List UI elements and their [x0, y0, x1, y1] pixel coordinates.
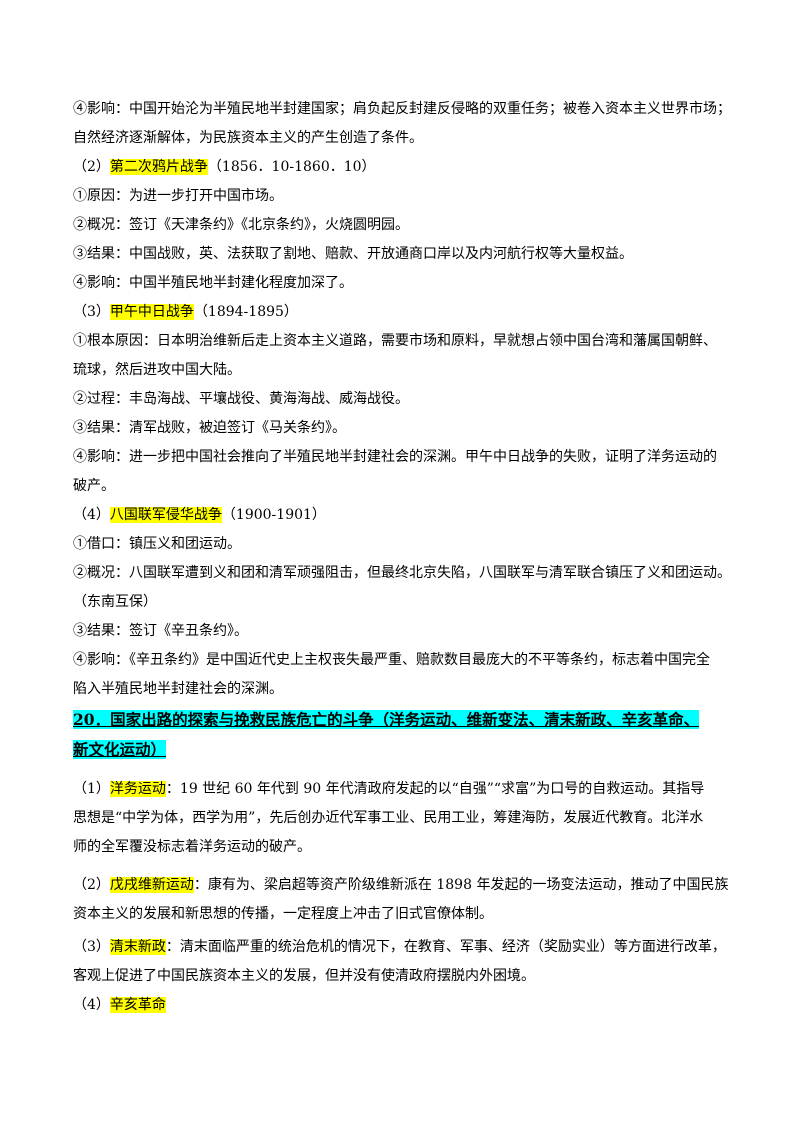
text-line: ①根本原因：日本明治维新后走上资本主义道路，需要市场和原料，早就想占领中国台湾和…: [73, 333, 717, 349]
subsection-title: （2）第二次鸦片战争（1856．10-1860．10）: [73, 157, 376, 177]
text-line: （东南互保）: [73, 594, 157, 610]
highlighted-term: 戊戌维新运动: [109, 877, 194, 893]
highlighted-term: 洋务运动: [109, 781, 166, 797]
text-line: 琉球，然后进攻中国大陆。: [73, 362, 241, 378]
text-line: ③结果：中国战败，英、法获取了割地、赔款、开放通商口岸以及内河航行权等大量权益。: [73, 246, 633, 262]
item-number: （2）: [73, 877, 110, 893]
subsection-title: （4）辛亥革命: [73, 995, 166, 1015]
text-line: ②概况：八国联军遭到义和团和清军顽强阻击，但最终北京失陷，八国联军与清军联合镇压…: [73, 565, 731, 581]
text-line: 师的全军覆没标志着洋务运动的破产。: [73, 839, 311, 855]
highlighted-term: 第二次鸦片战争: [109, 159, 208, 175]
item-number: （1）: [73, 781, 110, 797]
text-line: ③结果：清军战败，被迫签订《马关条约》。: [73, 420, 346, 436]
text-line: ②过程：丰岛海战、平壤战役、黄海海战、威海战役。: [73, 391, 409, 407]
text-line: 破产。: [73, 478, 115, 494]
text-line: ④影响：中国开始沦为半殖民地半封建国家；肩负起反封建反侵略的双重任务；被卷入资本…: [73, 101, 731, 117]
text-line: 陷入半殖民地半封建社会的深渊。: [73, 681, 283, 697]
item-text: ：康有为、梁启超等资产阶级维新派在 1898 年发起的一场变法运动，推动了中国民…: [193, 877, 729, 893]
subsection-title: （4）八国联军侵华战争（1900-1901）: [73, 505, 326, 525]
date-range: （1856．10-1860．10）: [207, 159, 376, 175]
date-range: （1900-1901）: [221, 507, 326, 523]
highlighted-term: 甲午中日战争: [109, 304, 194, 320]
text-line: ④影响：进一步把中国社会推向了半殖民地半封建社会的深渊。甲午中日战争的失败，证明…: [73, 449, 717, 465]
text-line: ④影响：中国半殖民地半封建化程度加深了。: [73, 275, 353, 291]
text-line: ①原因：为进一步打开中国市场。: [73, 188, 283, 204]
subsection-number: （2）: [73, 159, 110, 175]
text-line: 思想是“中学为体，西学为用”，先后创办近代军事工业、民用工业，筹建海防，发展近代…: [73, 810, 704, 826]
section-heading: 20．国家出路的探索与挽救民族危亡的斗争（洋务运动、维新变法、清末新政、辛亥革命…: [73, 710, 700, 730]
text-line: （3）清末新政：清末面临严重的统治危机的情况下，在教育、军事、经济（奖励实业）等…: [73, 937, 726, 957]
item-text: ：清末面临严重的统治危机的情况下，在教育、军事、经济（奖励实业）等方面进行改革，: [165, 939, 726, 955]
highlighted-term: 辛亥革命: [109, 997, 166, 1013]
date-range: （1894-1895）: [193, 304, 298, 320]
text-line: 自然经济逐渐解体，为民族资本主义的产生创造了条件。: [73, 130, 423, 146]
section-heading-line-2: 新文化运动）: [73, 740, 167, 759]
item-text: ：19 世纪 60 年代到 90 年代清政府发起的以“自强”“求富”为口号的自救…: [165, 781, 705, 797]
item-number: （4）: [73, 997, 110, 1013]
subsection-title: （3）甲午中日战争（1894-1895）: [73, 302, 298, 322]
text-line: ②概况：签订《天津条约》《北京条约》，火烧圆明园。: [73, 217, 409, 233]
text-line: 资本主义的发展和新思想的传播，一定程度上冲击了旧式官僚体制。: [73, 906, 493, 922]
section-heading-cont: 新文化运动）: [73, 740, 167, 760]
item-number: （3）: [73, 939, 110, 955]
text-line: ③结果：签订《辛丑条约》。: [73, 623, 248, 639]
text-line: （1）洋务运动：19 世纪 60 年代到 90 年代清政府发起的以“自强”“求富…: [73, 779, 704, 799]
subsection-number: （3）: [73, 304, 110, 320]
highlighted-term: 清末新政: [109, 939, 166, 955]
subsection-number: （4）: [73, 507, 110, 523]
text-line: 客观上促进了中国民族资本主义的发展，但并没有使清政府摆脱内外困境。: [73, 968, 535, 984]
text-line: （2）戊戌维新运动：康有为、梁启超等资产阶级维新派在 1898 年发起的一场变法…: [73, 875, 728, 895]
text-line: ①借口：镇压义和团运动。: [73, 536, 241, 552]
text-line: ④影响：《辛丑条约》是中国近代史上主权丧失最严重、赔款数目最庞大的不平等条约，标…: [73, 652, 710, 668]
section-heading-line-1: 20．国家出路的探索与挽救民族危亡的斗争（洋务运动、维新变法、清末新政、辛亥革命…: [73, 710, 700, 729]
highlighted-term: 八国联军侵华战争: [109, 507, 222, 523]
